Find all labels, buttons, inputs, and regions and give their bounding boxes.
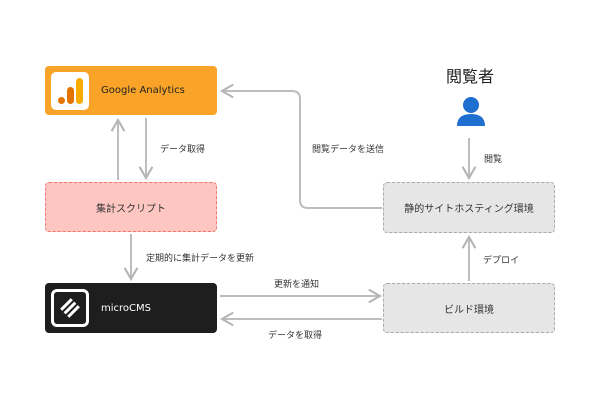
edge-label-deploy: デプロイ bbox=[483, 256, 520, 266]
aggregation-script-label: 集計スクリプト bbox=[96, 203, 166, 215]
static-hosting-label: 静的サイトホスティング環境 bbox=[404, 204, 534, 215]
aggregation-script-node[interactable]: 集計スクリプト bbox=[45, 182, 217, 232]
edge-label-notify-update: 更新を通知 bbox=[274, 280, 320, 290]
microcms-icon bbox=[51, 289, 89, 327]
google-analytics-icon bbox=[51, 71, 89, 110]
viewer-label: 閲覧者 bbox=[445, 67, 494, 86]
edge-hosting-to-ga bbox=[219, 83, 382, 209]
microcms-node[interactable]: microCMS bbox=[45, 283, 217, 333]
static-hosting-node[interactable]: 静的サイトホスティング環境 bbox=[383, 182, 555, 233]
edge-label-data-fetch: データ取得 bbox=[160, 145, 206, 155]
edge-label-periodic-update: 定期的に集計データを更新 bbox=[146, 254, 255, 264]
edge-label-browse: 閲覧 bbox=[484, 155, 503, 165]
edge-label-send-browse-data: 閲覧データを送信 bbox=[312, 145, 385, 155]
build-env-label: ビルド環境 bbox=[444, 304, 494, 316]
google-analytics-node[interactable]: Google Analytics bbox=[45, 66, 217, 115]
microcms-label: microCMS bbox=[101, 302, 151, 314]
edge-label-get-data: データを取得 bbox=[268, 331, 323, 341]
build-env-node[interactable]: ビルド環境 bbox=[383, 283, 555, 333]
google-analytics-label: Google Analytics bbox=[101, 85, 185, 96]
person-icon bbox=[455, 95, 487, 127]
